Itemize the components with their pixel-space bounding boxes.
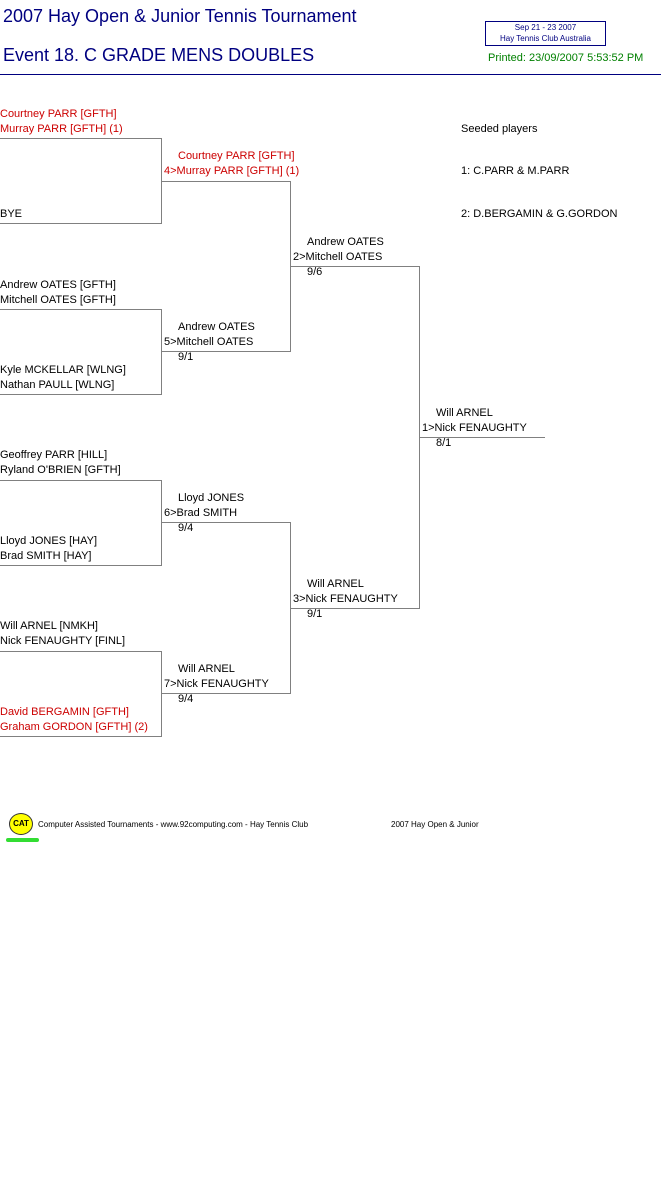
r1-entry-3-player2: Mitchell OATES [GFTH] bbox=[0, 294, 116, 306]
r1-entry-1-player1: Courtney PARR [GFTH] bbox=[0, 108, 117, 120]
bracket-line bbox=[162, 693, 291, 694]
r1-entry-6-player2: Brad SMITH [HAY] bbox=[0, 550, 92, 562]
r2-match-3-player2: 6>Brad SMITH bbox=[164, 507, 238, 519]
r3-match-1-player1: Andrew OATES bbox=[307, 236, 384, 248]
r3-match-2-player1: Will ARNEL bbox=[307, 578, 364, 590]
r1-entry-5-player2: Ryland O'BRIEN [GFTH] bbox=[0, 464, 121, 476]
r1-entry-8-player1: David BERGAMIN [GFTH] bbox=[0, 706, 129, 718]
r1-entry-1-player2: Murray PARR [GFTH] (1) bbox=[0, 123, 123, 135]
bracket-line bbox=[161, 651, 162, 737]
bracket-line bbox=[162, 181, 291, 182]
bracket-line bbox=[0, 736, 162, 737]
bracket-line bbox=[290, 522, 291, 694]
r1-entry-7-player1: Will ARNEL [NMKH] bbox=[0, 620, 98, 632]
bracket-line bbox=[162, 522, 291, 523]
bracket-line bbox=[161, 309, 162, 395]
seed-item: 2: D.BERGAMIN & G.GORDON bbox=[461, 208, 618, 220]
r3-match-2-score: 9/1 bbox=[307, 608, 323, 620]
footer-credit: Computer Assisted Tournaments - www.92co… bbox=[38, 820, 309, 829]
tournament-title: 2007 Hay Open & Junior Tennis Tournament bbox=[3, 6, 357, 26]
r1-entry-6-player1: Lloyd JONES [HAY] bbox=[0, 535, 97, 547]
r2-match-1-player2: 4>Murray PARR [GFTH] (1) bbox=[164, 165, 300, 177]
r2-match-2-score: 9/1 bbox=[178, 351, 194, 363]
r3-match-1-score: 9/6 bbox=[307, 266, 323, 278]
r2-match-3-player1: Lloyd JONES bbox=[178, 492, 245, 504]
r2-match-4-score: 9/4 bbox=[178, 693, 194, 705]
final-player2: 1>Nick FENAUGHTY bbox=[422, 422, 527, 434]
logo-underline bbox=[6, 838, 39, 842]
dates-text: Sep 21 - 23 2007 bbox=[514, 23, 577, 32]
bracket-line bbox=[161, 480, 162, 566]
bracket-line bbox=[420, 437, 545, 438]
printed-timestamp: Printed: 23/09/2007 5:53:52 PM bbox=[488, 52, 644, 64]
bracket-line bbox=[290, 181, 291, 352]
bracket-line bbox=[162, 351, 291, 352]
bracket-line bbox=[161, 138, 162, 224]
bracket-line bbox=[0, 480, 162, 481]
r1-entry-4-player2: Nathan PAULL [WLNG] bbox=[0, 379, 115, 391]
date-venue-box: Sep 21 - 23 2007 Hay Tennis Club Austral… bbox=[485, 21, 606, 46]
r2-match-4-player1: Will ARNEL bbox=[178, 663, 235, 675]
r2-match-3-score: 9/4 bbox=[178, 522, 194, 534]
r1-entry-7-player2: Nick FENAUGHTY [FINL] bbox=[0, 635, 126, 647]
r1-entry-5-player1: Geoffrey PARR [HILL] bbox=[0, 449, 108, 461]
bracket-line bbox=[0, 138, 162, 139]
bracket-line bbox=[0, 394, 162, 395]
r2-match-2-player2: 5>Mitchell OATES bbox=[164, 336, 254, 348]
r1-entry-8-player2: Graham GORDON [GFTH] (2) bbox=[0, 721, 148, 733]
cat-logo-icon: CAT bbox=[9, 813, 33, 835]
footer-event: 2007 Hay Open & Junior bbox=[391, 820, 479, 829]
bracket-line bbox=[0, 651, 162, 652]
bracket-line bbox=[0, 223, 162, 224]
r3-match-1-player2: 2>Mitchell OATES bbox=[293, 251, 383, 263]
seeds-heading: Seeded players bbox=[461, 123, 538, 135]
venue-text: Hay Tennis Club Australia bbox=[499, 34, 591, 43]
seed-item: 1: C.PARR & M.PARR bbox=[461, 165, 570, 177]
bracket-line bbox=[0, 565, 162, 566]
r2-match-1-player1: Courtney PARR [GFTH] bbox=[178, 150, 295, 162]
r3-match-2-player2: 3>Nick FENAUGHTY bbox=[293, 593, 398, 605]
r2-match-4-player2: 7>Nick FENAUGHTY bbox=[164, 678, 269, 690]
r2-match-2-player1: Andrew OATES bbox=[178, 321, 255, 333]
final-player1: Will ARNEL bbox=[436, 407, 493, 419]
bracket-line bbox=[291, 608, 420, 609]
r1-entry-3-player1: Andrew OATES [GFTH] bbox=[0, 279, 116, 291]
header-divider bbox=[0, 74, 661, 75]
r1-entry-2-player1: BYE bbox=[0, 208, 23, 220]
r1-entry-4-player1: Kyle MCKELLAR [WLNG] bbox=[0, 364, 126, 376]
final-score: 8/1 bbox=[436, 437, 452, 449]
event-title: Event 18. C GRADE MENS DOUBLES bbox=[3, 45, 315, 65]
bracket-line bbox=[419, 266, 420, 609]
bracket-line bbox=[291, 266, 420, 267]
bracket-line bbox=[0, 309, 162, 310]
